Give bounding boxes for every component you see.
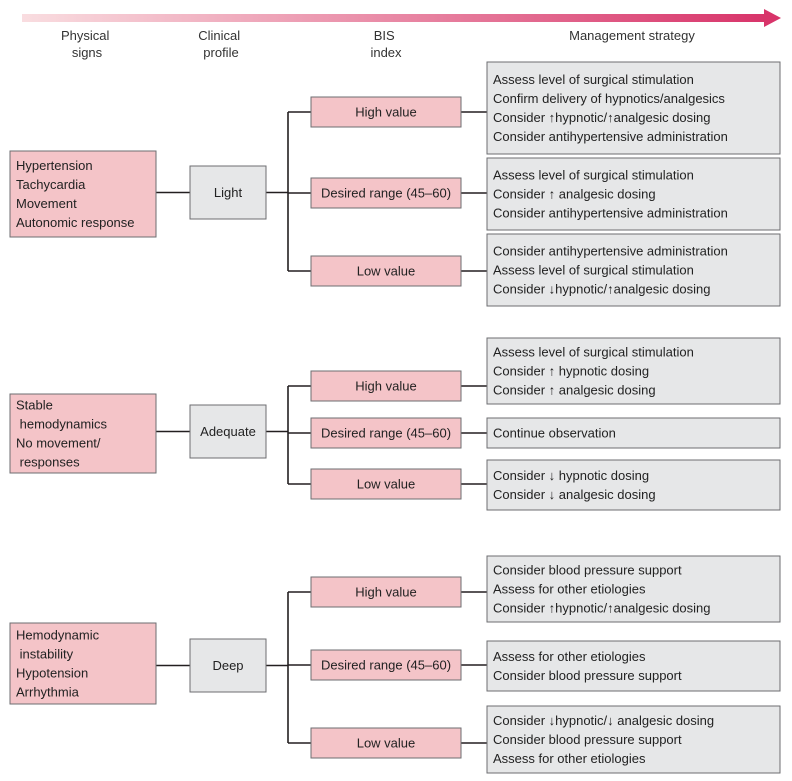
bis-index-box-text: Desired range (45–60) bbox=[321, 426, 451, 441]
bis-index-box-text: Desired range (45–60) bbox=[321, 186, 451, 201]
column-headers: Physical signs Clinical profile BIS inde… bbox=[61, 28, 695, 60]
management-strategy-box: Continue observation bbox=[486, 417, 781, 449]
bis-index-box: Desired range (45–60) bbox=[310, 417, 462, 449]
clinical-profile-box-text: Adequate bbox=[200, 424, 256, 439]
header-bis-index: BIS index bbox=[370, 28, 402, 60]
bis-index-box: Desired range (45–60) bbox=[310, 177, 462, 209]
bis-index-box: High value bbox=[310, 576, 462, 608]
bis-index-box: Desired range (45–60) bbox=[310, 649, 462, 681]
bis-index-box: Low value bbox=[310, 727, 462, 759]
bis-index-box: High value bbox=[310, 370, 462, 402]
bis-index-box: Low value bbox=[310, 468, 462, 500]
header-management-strategy: Management strategy bbox=[569, 28, 695, 43]
clinical-profile-box: Light bbox=[189, 165, 267, 220]
management-strategy-box-text: Consider antihypertensive administration… bbox=[493, 244, 728, 297]
bis-index-box-text: High value bbox=[355, 105, 416, 120]
bis-index-box-text: High value bbox=[355, 585, 416, 600]
bis-index-box: High value bbox=[310, 96, 462, 128]
bis-index-box-text: Low value bbox=[357, 477, 416, 492]
clinical-profile-box: Adequate bbox=[189, 404, 267, 459]
management-strategy-box-text: Continue observation bbox=[493, 426, 616, 441]
clinical-profile-box-text: Deep bbox=[212, 658, 243, 673]
header-physical-signs: Physical signs bbox=[61, 28, 113, 60]
bis-index-box-text: Low value bbox=[357, 736, 416, 751]
clinical-profile-box: Deep bbox=[189, 638, 267, 693]
bis-index-box-text: Low value bbox=[357, 264, 416, 279]
bis-index-box: Low value bbox=[310, 255, 462, 287]
bis-index-box-text: Desired range (45–60) bbox=[321, 658, 451, 673]
progression-arrow bbox=[22, 9, 781, 27]
clinical-profile-box-text: Light bbox=[214, 185, 243, 200]
bis-index-box-text: High value bbox=[355, 379, 416, 394]
header-clinical-profile: Clinical profile bbox=[198, 28, 244, 60]
management-strategy-box: Consider antihypertensive administration… bbox=[486, 233, 781, 307]
connector-lines bbox=[156, 111, 487, 744]
